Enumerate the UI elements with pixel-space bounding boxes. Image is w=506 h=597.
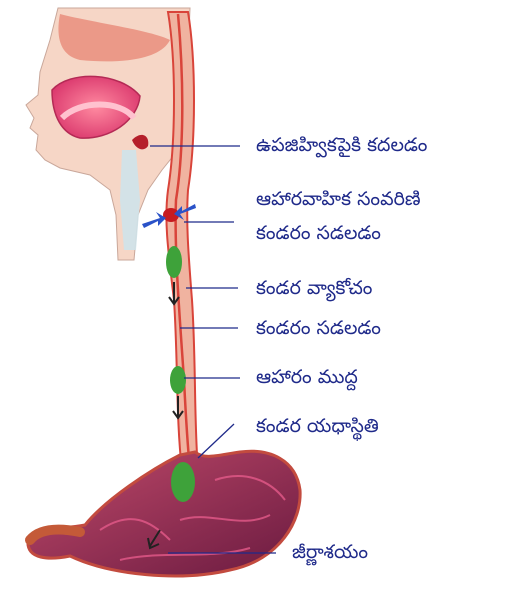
label-relax-top: కండరం సడలడం [256,222,381,244]
label-epiglottis: ఉపజిహ్వికపైకి కదలడం [256,134,427,156]
arrow-left-icon [142,212,166,228]
label-contraction: కండర వ్యాకోచం [256,277,372,299]
label-stomach: జీర్ణాశయం [292,541,368,563]
label-bolus: ఆహారం ముద్ద [256,366,358,388]
label-normal-state: కండర యధాస్థితి [256,415,379,437]
head [26,8,190,260]
bolus-middle [170,366,186,394]
label-relax-mid: కండరం సడలడం [256,317,381,339]
stomach [28,451,300,576]
bolus-upper [166,246,182,278]
label-sphincter: ఆహారవాహిక సంవరిణి [256,188,421,210]
bolus-stomach [171,462,195,502]
